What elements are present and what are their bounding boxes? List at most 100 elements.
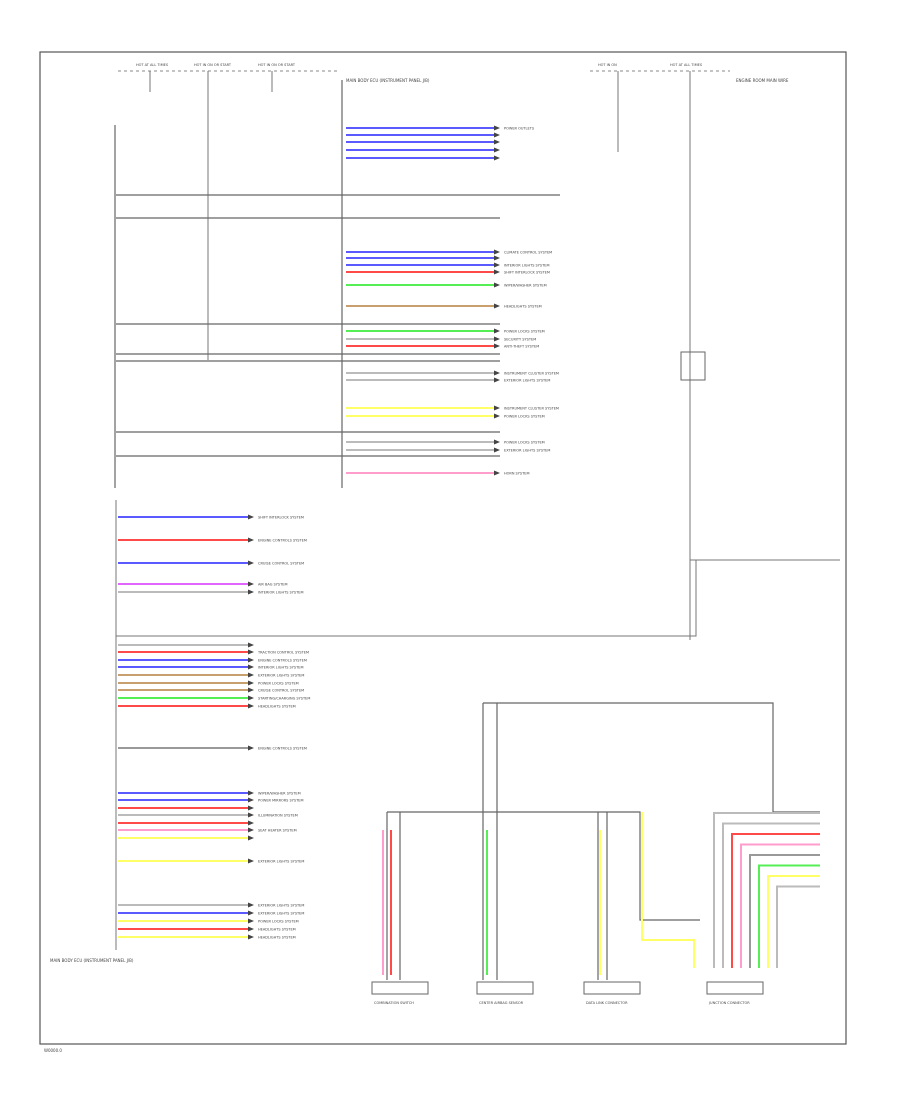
- wire-arrow: [248, 910, 254, 916]
- wire-arrow: [248, 687, 254, 693]
- center-wire: POWER LOCKS SYSTEM: [346, 439, 545, 445]
- component-label: COMBINATION SWITCH: [374, 1001, 414, 1005]
- wire-destination: ANTI-THEFT SYSTEM: [504, 345, 539, 349]
- wire-arrow: [248, 642, 254, 648]
- center-wire: INSTRUMENT CLUSTER SYSTEM: [346, 405, 559, 411]
- left-wire: INTERIOR LIGHTS SYSTEM: [118, 589, 304, 595]
- wire-arrow: [494, 255, 500, 261]
- wire-arrow: [494, 282, 500, 288]
- center-wire: [346, 139, 500, 145]
- wire-destination: POWER MIRRORS SYSTEM: [258, 799, 303, 803]
- left-wire: HEADLIGHTS SYSTEM: [118, 703, 296, 709]
- wire-arrow: [494, 470, 500, 476]
- wire-destination: CRUISE CONTROL SYSTEM: [258, 689, 304, 693]
- wire-destination: SECURITY SYSTEM: [504, 338, 536, 342]
- wire-arrow: [248, 790, 254, 796]
- left-wire: CRUISE CONTROL SYSTEM: [118, 687, 304, 693]
- fuse-drops: [149, 71, 691, 640]
- wire-destination: POWER LOCKS SYSTEM: [258, 920, 299, 924]
- center-wire: INTERIOR LIGHTS SYSTEM: [346, 262, 550, 268]
- left-wire: POWER LOCKS SYSTEM: [118, 680, 299, 686]
- footer-id: W0000.0: [44, 1048, 62, 1053]
- left-wire: ENGINE CONTROLS SYSTEM: [118, 657, 307, 663]
- fuse-label: HOT AT ALL TIMES: [136, 63, 169, 67]
- left-wire: EXTERIOR LIGHTS SYSTEM: [118, 902, 304, 908]
- center-wire: EXTERIOR LIGHTS SYSTEM: [346, 377, 550, 383]
- component-label: CENTER AIRBAG SENSOR: [479, 1001, 524, 1005]
- wire-arrow: [248, 934, 254, 940]
- wire-destination: HORN SYSTEM: [504, 472, 530, 476]
- bottom-component: DATA LINK CONNECTOR: [583, 981, 641, 1005]
- left-wire: EXTERIOR LIGHTS SYSTEM: [118, 858, 304, 864]
- wire-arrow: [248, 560, 254, 566]
- left-wire: HEADLIGHTS SYSTEM: [118, 934, 296, 940]
- wire-destination: ILLUMINATION SYSTEM: [258, 814, 298, 818]
- left-wire: [118, 642, 254, 648]
- bottom-component: JUNCTION CONNECTOR: [706, 981, 764, 1005]
- center-wire: POWER LOCKS SYSTEM: [346, 328, 545, 334]
- wire-arrow: [248, 589, 254, 595]
- wire-arrow: [248, 664, 254, 670]
- wire-destination: STARTING/CHARGING SYSTEM: [258, 697, 310, 701]
- left-wire: HEADLIGHTS SYSTEM: [118, 926, 296, 932]
- wire-destination: HEADLIGHTS SYSTEM: [504, 305, 542, 309]
- bundle-wire: [722, 822, 820, 968]
- fuse-label: HOT IN ON: [598, 63, 617, 67]
- wire-destination: HEADLIGHTS SYSTEM: [258, 928, 296, 932]
- wire-destination: AIR BAG SYSTEM: [258, 583, 287, 587]
- bundle-wire: [749, 854, 820, 968]
- wire-arrow: [248, 514, 254, 520]
- wire-destination: SEAT HEATER SYSTEM: [258, 829, 297, 833]
- wire-arrow: [494, 249, 500, 255]
- wire-destination: POWER LOCKS SYSTEM: [504, 441, 545, 445]
- wire-destination: INSTRUMENT CLUSTER SYSTEM: [504, 372, 559, 376]
- center-wire: [346, 255, 500, 261]
- left-wire: POWER MIRRORS SYSTEM: [118, 797, 303, 803]
- wire-destination: EXTERIOR LIGHTS SYSTEM: [258, 912, 304, 916]
- left-wire: POWER LOCKS SYSTEM: [118, 918, 299, 924]
- bottom-component: CENTER AIRBAG SENSOR: [476, 981, 534, 1005]
- right-drop-line: [689, 380, 840, 561]
- left-wire: EXTERIOR LIGHTS SYSTEM: [118, 672, 304, 678]
- right-module-label: ENGINE ROOM MAIN WIRE: [736, 78, 789, 83]
- center-wire: WIPER/WASHER SYSTEM: [346, 282, 547, 288]
- center-gray-lines: [116, 194, 560, 457]
- connector-box: [706, 981, 764, 995]
- wire-destination: POWER OUTLETS: [504, 127, 535, 131]
- wire-destination: ENGINE CONTROLS SYSTEM: [258, 539, 307, 543]
- wire-arrow: [494, 125, 500, 131]
- wire-arrow: [494, 328, 500, 334]
- wire-arrow: [248, 926, 254, 932]
- bundle-wire: [767, 875, 820, 968]
- bundle-wire: [641, 812, 695, 968]
- bottom-network: [386, 702, 820, 980]
- right-relay-box: [680, 351, 706, 381]
- wire-destination: WIPER/WASHER SYSTEM: [504, 284, 547, 288]
- wire-arrow: [494, 370, 500, 376]
- left-wire: SHIFT INTERLOCK SYSTEM: [118, 514, 304, 520]
- wire-arrow: [494, 262, 500, 268]
- center-wire: INSTRUMENT CLUSTER SYSTEM: [346, 370, 559, 376]
- connector-box: [371, 981, 429, 995]
- connector-box: [476, 981, 534, 995]
- left-wires: SHIFT INTERLOCK SYSTEM ENGINE CONTROLS SY…: [118, 514, 310, 940]
- center-block-outline: [114, 80, 343, 488]
- wire-arrow: [248, 835, 254, 841]
- center-wire: HORN SYSTEM: [346, 470, 530, 476]
- right-bundle: [641, 812, 820, 968]
- wire-arrow: [494, 303, 500, 309]
- bundle-wire: [776, 885, 820, 968]
- wire-arrow: [248, 657, 254, 663]
- wire-arrow: [248, 649, 254, 655]
- wire-arrow: [248, 703, 254, 709]
- wire-arrow: [248, 918, 254, 924]
- bundle-wire: [758, 864, 820, 968]
- wire-destination: ENGINE CONTROLS SYSTEM: [258, 747, 307, 751]
- left-wire: ENGINE CONTROLS SYSTEM: [118, 537, 307, 543]
- wire-destination: HEADLIGHTS SYSTEM: [258, 936, 296, 940]
- center-wire: POWER OUTLETS: [346, 125, 535, 131]
- bundle-wire: [731, 833, 820, 968]
